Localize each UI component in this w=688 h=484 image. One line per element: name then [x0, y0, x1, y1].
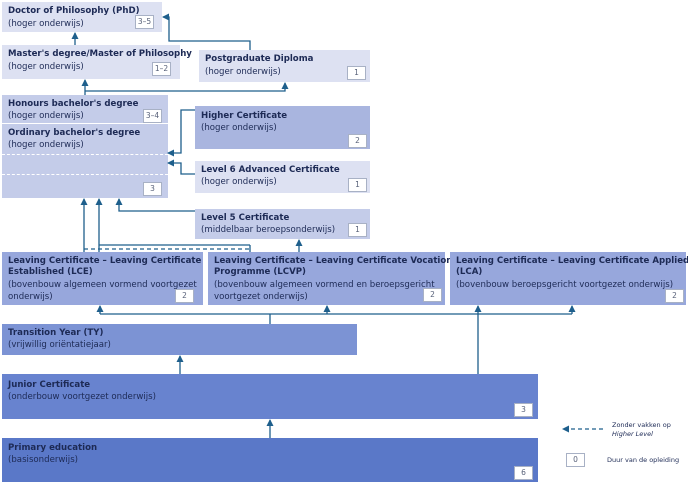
divider — [2, 123, 168, 124]
box-higher-certificate: Higher Certificate (hoger onderwijs) 2 — [195, 106, 370, 149]
legend-duration-label: Duur van de opleiding — [607, 456, 680, 464]
box-masters: Master's degree/Master of Philosophy (ho… — [2, 45, 192, 79]
box-title-line2: Established (LCE) — [8, 267, 93, 277]
duration-badge: 3 — [514, 403, 533, 417]
box-phd: Doctor of Philosophy (PhD) (hoger onderw… — [2, 2, 162, 32]
box-title: Master's degree/Master of Philosophy — [8, 49, 192, 59]
box-subtitle-line2: voortgezet onderwijs) — [214, 292, 308, 302]
duration-badge: 3–5 — [135, 15, 154, 29]
duration-badge: 2 — [423, 288, 442, 302]
box-title: Postgraduate Diploma — [205, 54, 314, 64]
box-subtitle: (hoger onderwijs) — [201, 123, 277, 133]
duration-badge: 1 — [348, 178, 367, 192]
box-subtitle-line1: (bovenbouw beroepsgericht voortgezet ond… — [456, 280, 674, 290]
arrow-bachelor-to-pgdip — [85, 82, 289, 92]
box-subtitle: (hoger onderwijs) — [8, 62, 84, 72]
duration-badge: 2 — [175, 289, 194, 303]
box-title: Level 5 Certificate — [201, 213, 290, 223]
box-title: Level 6 Advanced Certificate — [201, 165, 340, 175]
box-subtitle-line2: onderwijs) — [8, 292, 53, 302]
box-title: Primary education — [8, 443, 98, 453]
box-title-line2: (LCA) — [456, 267, 483, 277]
box-subtitle: (hoger onderwijs) — [205, 67, 281, 77]
duration-badge: 1 — [348, 223, 367, 237]
arrow-level5-to-bachelor — [115, 198, 195, 212]
box-subtitle: (hoger onderwijs) — [201, 177, 277, 187]
box-title: Junior Certificate — [8, 380, 91, 390]
box-lce: Leaving Certificate – Leaving Certificat… — [2, 252, 203, 305]
box-subtitle: (vrijwillig oriëntatiejaar) — [8, 340, 111, 350]
box-title-line1: Leaving Certificate – Leaving Certificat… — [214, 256, 462, 266]
arrow-highercert-to-bachelor — [167, 109, 195, 157]
box-postgraduate-diploma: Postgraduate Diploma (hoger onderwijs) 1 — [199, 50, 370, 82]
legend-dashed-label-line1: Zonder vakken op — [612, 421, 671, 429]
box-subtitle: (middelbaar beroepsonderwijs) — [201, 225, 336, 235]
box-subtitle-line1: (bovenbouw algemeen vormend en beroepsge… — [214, 280, 435, 290]
box-title-line2: Programme (LCVP) — [214, 267, 306, 277]
box-bachelor-degrees: Honours bachelor's degree (hoger onderwi… — [2, 95, 168, 198]
legend-duration-sample: 0 — [566, 453, 585, 467]
duration-badge: 1–2 — [152, 62, 171, 76]
duration-badge: 2 — [665, 289, 684, 303]
box-subtitle: (hoger onderwijs) — [8, 19, 84, 29]
duration-badge: 1 — [347, 66, 366, 80]
box-subtitle-line1: (bovenbouw algemeen vormend voortgezet — [8, 280, 197, 290]
duration-badge-ordinary: 3 — [143, 182, 162, 196]
dashed-divider — [2, 174, 168, 175]
duration-badge-honours: 3–4 — [143, 109, 162, 123]
arrow-level6-to-bachelor — [167, 159, 195, 175]
duration-badge: 2 — [348, 134, 367, 148]
legend-dashed-label-line2: Higher Level — [612, 430, 653, 438]
box-junior-certificate: Junior Certificate (onderbouw voortgezet… — [2, 374, 538, 419]
box-title-ordinary: Ordinary bachelor's degree — [8, 128, 141, 138]
box-title-line1: Leaving Certificate – Leaving Certificat… — [8, 256, 202, 266]
box-transition-year: Transition Year (TY) (vrijwillig oriënta… — [2, 324, 357, 355]
box-level6-certificate: Level 6 Advanced Certificate (hoger onde… — [195, 161, 370, 193]
box-title-honours: Honours bachelor's degree — [8, 99, 139, 109]
box-lca: Leaving Certificate – Leaving Certificat… — [450, 252, 688, 305]
box-title-line1: Leaving Certificate – Leaving Certificat… — [456, 256, 688, 266]
box-lcvp: Leaving Certificate – Leaving Certificat… — [208, 252, 461, 305]
box-subtitle: (onderbouw voortgezet onderwijs) — [8, 392, 157, 402]
box-subtitle-ordinary: (hoger onderwijs) — [8, 140, 84, 150]
duration-badge: 6 — [514, 466, 533, 480]
box-subtitle-honours: (hoger onderwijs) — [8, 111, 84, 121]
box-subtitle: (basisonderwijs) — [8, 455, 79, 465]
box-level5-certificate: Level 5 Certificate (middelbaar beroepso… — [195, 209, 370, 239]
box-title: Higher Certificate — [201, 111, 288, 121]
box-primary-education: Primary education (basisonderwijs) 6 — [2, 438, 538, 482]
box-title: Doctor of Philosophy (PhD) — [8, 6, 140, 16]
box-title: Transition Year (TY) — [8, 328, 104, 338]
dashed-divider — [2, 154, 168, 155]
